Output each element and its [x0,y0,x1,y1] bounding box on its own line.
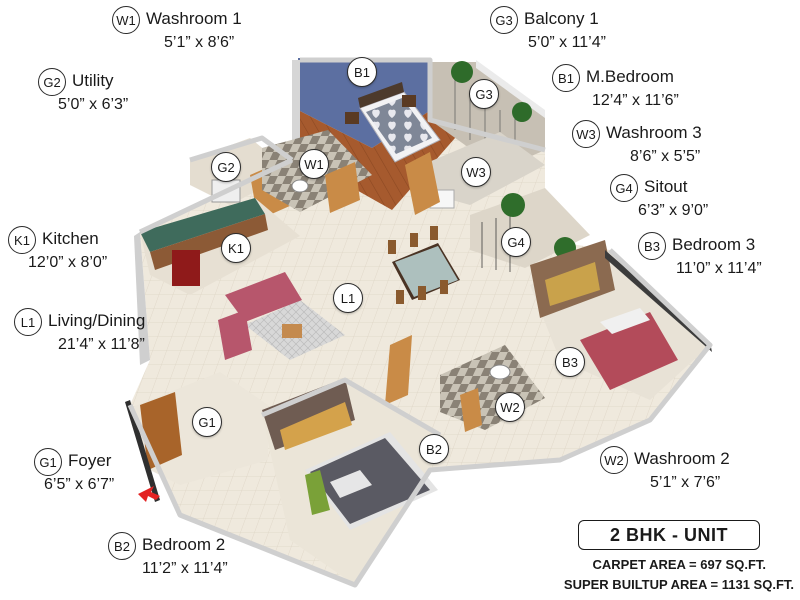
legend-room-size: 11’2” x 11’4” [142,560,228,577]
legend-foyer: G1 Foyer 6’5” x 6’7” [34,448,274,504]
legend-badge: G2 [38,68,66,96]
legend-room-size: 21’4” x 11’8” [58,336,145,353]
marker-g4: G4 [501,227,531,257]
legend-badge: G3 [490,6,518,34]
legend-room-size: 11’0” x 11’4” [676,260,762,277]
legend-room-size: 12’0” x 8’0” [28,254,108,271]
room-master-bedroom [292,58,462,210]
legend-badge: B1 [552,64,580,92]
legend-room-size: 6’3” x 9’0” [638,202,709,219]
legend-room-name: Washroom 1 [146,9,242,28]
unit-type-badge: 2 BHK - UNIT [578,520,760,550]
legend-badge: W1 [112,6,140,34]
legend-badge: B2 [108,532,136,560]
legend-room-size: 5’1” x 8’6” [164,34,235,51]
marker-w1: W1 [299,149,329,179]
marker-b2: B2 [419,434,449,464]
legend-badge: L1 [14,308,42,336]
marker-g1: G1 [192,407,222,437]
legend-sitout: G4 Sitout 6’3” x 9’0” [610,174,800,230]
legend-room-name: Washroom 3 [606,123,702,142]
carpet-area: CARPET AREA = 697 SQ.FT. [592,557,767,572]
legend-room-name: Living/Dining [48,311,146,330]
legend-badge: G4 [610,174,638,202]
legend-room-size: 5’0” x 6’3” [58,96,129,113]
room-bedroom-2 [262,335,440,585]
legend-room-name: Washroom 2 [634,449,730,468]
legend-room-size: 5’0” x 11’4” [528,34,606,51]
legend-room-name: Kitchen [42,229,99,248]
room-kitchen [134,198,300,365]
legend-utility: G2 Utility 5’0” x 6’3” [38,68,278,124]
legend-kitchen: K1 Kitchen 12’0” x 8’0” [8,226,248,282]
legend-room-size: 12’4” x 11’6” [592,92,679,109]
legend-room-size: 6’5” x 6’7” [44,476,115,493]
legend-living-dining: L1 Living/Dining 21’4” x 11’8” [14,308,254,364]
legend-room-name: Foyer [68,451,112,470]
legend-badge: W2 [600,446,628,474]
legend-room-size: 8’6” x 5’5” [630,148,701,165]
marker-b3: B3 [555,347,585,377]
legend-room-name: Utility [72,71,114,90]
legend-badge: G1 [34,448,62,476]
legend-washroom-1: W1 Washroom 1 5’1” x 8’6” [112,6,352,62]
legend-washroom-2: W2 Washroom 2 5’1” x 7’6” [600,446,800,502]
legend-badge: W3 [572,120,600,148]
entry-arrow-icon [138,486,160,502]
legend-room-size: 5’1” x 7’6” [650,474,721,491]
marker-b1: B1 [347,57,377,87]
room-living-dining [218,226,460,360]
builtup-area: SUPER BUILTUP AREA = 1131 SQ.FT. [563,577,794,592]
legend-balcony-1: G3 Balcony 1 5’0” x 11’4” [490,6,730,62]
legend-room-name: Balcony 1 [524,9,599,28]
legend-master-bedroom: B1 M.Bedroom 12’4” x 11’6” [552,64,792,120]
marker-w3: W3 [461,157,491,187]
legend-badge: B3 [638,232,666,260]
marker-k1: K1 [221,233,251,263]
legend-washroom-3: W3 Washroom 3 8’6” x 5’5” [572,120,800,176]
legend-room-name: Bedroom 3 [672,235,756,254]
marker-l1: L1 [333,283,363,313]
legend-room-name: Sitout [644,177,688,196]
marker-g3: G3 [469,79,499,109]
legend-room-name: Bedroom 2 [142,535,226,554]
marker-w2: W2 [495,392,525,422]
legend-bedroom-2: B2 Bedroom 2 11’2” x 11’4” [108,532,348,588]
legend-badge: K1 [8,226,36,254]
legend-bedroom-3: B3 Bedroom 3 11’0” x 11’4” [638,232,800,288]
legend-room-name: M.Bedroom [586,67,674,86]
marker-g2: G2 [211,152,241,182]
